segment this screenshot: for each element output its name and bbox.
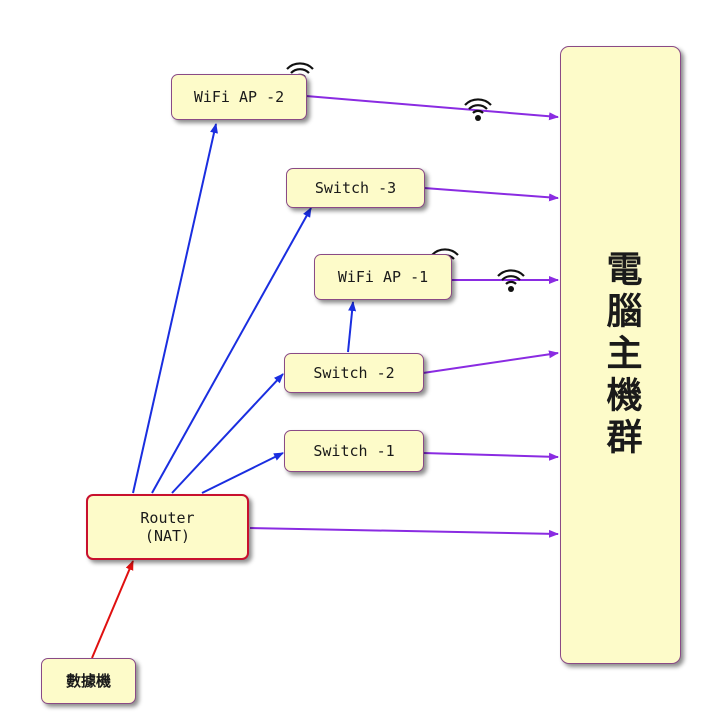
link-datacard-to-router: [91, 560, 134, 659]
wifi-icon: [497, 269, 525, 292]
link-router-to-hosts: [249, 527, 559, 538]
node-switch-3: Switch -3: [286, 168, 425, 208]
link-router-to-switch-1: [201, 452, 284, 494]
link-router-to-switch-2: [171, 373, 284, 494]
node-data-card: 數據機: [41, 658, 136, 704]
node-wifi-ap-2: WiFi AP -2: [171, 74, 307, 120]
link-router-to-switch-3: [151, 207, 312, 494]
node-wifi-ap-1: WiFi AP -1: [314, 254, 452, 300]
node-switch-1: Switch -1: [284, 430, 424, 472]
wifi-icon: [464, 98, 492, 121]
link-wifi-ap-2-to-hosts: [305, 95, 559, 121]
link-switch-3-to-hosts: [423, 187, 559, 202]
link-switch-1-to-hosts: [422, 452, 559, 461]
node-router: Router (NAT): [86, 494, 249, 560]
node-switch-2: Switch -2: [284, 353, 424, 393]
link-switch-2-to-hosts: [422, 350, 559, 374]
link-router-to-wifi-ap-2: [132, 123, 218, 494]
node-host-cluster: 電腦主機群: [560, 46, 681, 664]
link-switch-2-to-wifi-ap-1: [347, 301, 357, 353]
